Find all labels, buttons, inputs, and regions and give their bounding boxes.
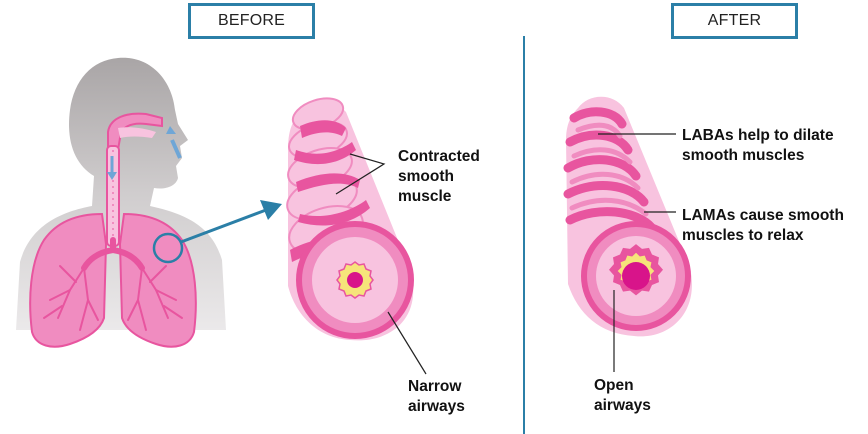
label-line: smooth muscles	[682, 147, 805, 164]
label-narrow-airways: Narrow airways	[408, 377, 465, 417]
zoom-pointer	[152, 200, 282, 264]
label-line: LABAs help to dilate	[682, 127, 834, 144]
bronchus-relaxed	[563, 96, 692, 372]
label-line: muscles to relax	[682, 227, 804, 244]
before-tag: BEFORE	[188, 3, 315, 39]
label-labas: LABAs help to dilate smooth muscles	[682, 126, 834, 166]
label-line: LAMAs cause smooth	[682, 207, 844, 224]
after-tag: AFTER	[671, 3, 798, 39]
label-line: Narrow	[408, 378, 462, 395]
label-lamas: LAMAs cause smooth muscles to relax	[682, 206, 844, 246]
label-line: muscle	[398, 188, 452, 205]
label-line: airways	[408, 398, 465, 415]
inhale-arrow-icon	[166, 126, 182, 159]
panel-divider	[523, 36, 525, 434]
label-contracted-smooth-muscle: Contracted smooth muscle	[398, 147, 480, 207]
label-line: airways	[594, 397, 651, 414]
label-line: smooth	[398, 168, 454, 185]
lungs	[29, 212, 197, 348]
bronchus-contracted	[286, 97, 427, 375]
label-open-airways: Open airways	[594, 376, 651, 416]
upper-airway	[106, 112, 163, 247]
label-line: Open	[594, 377, 634, 394]
airflow-arrow-icon	[107, 156, 117, 180]
label-line: Contracted	[398, 148, 480, 165]
